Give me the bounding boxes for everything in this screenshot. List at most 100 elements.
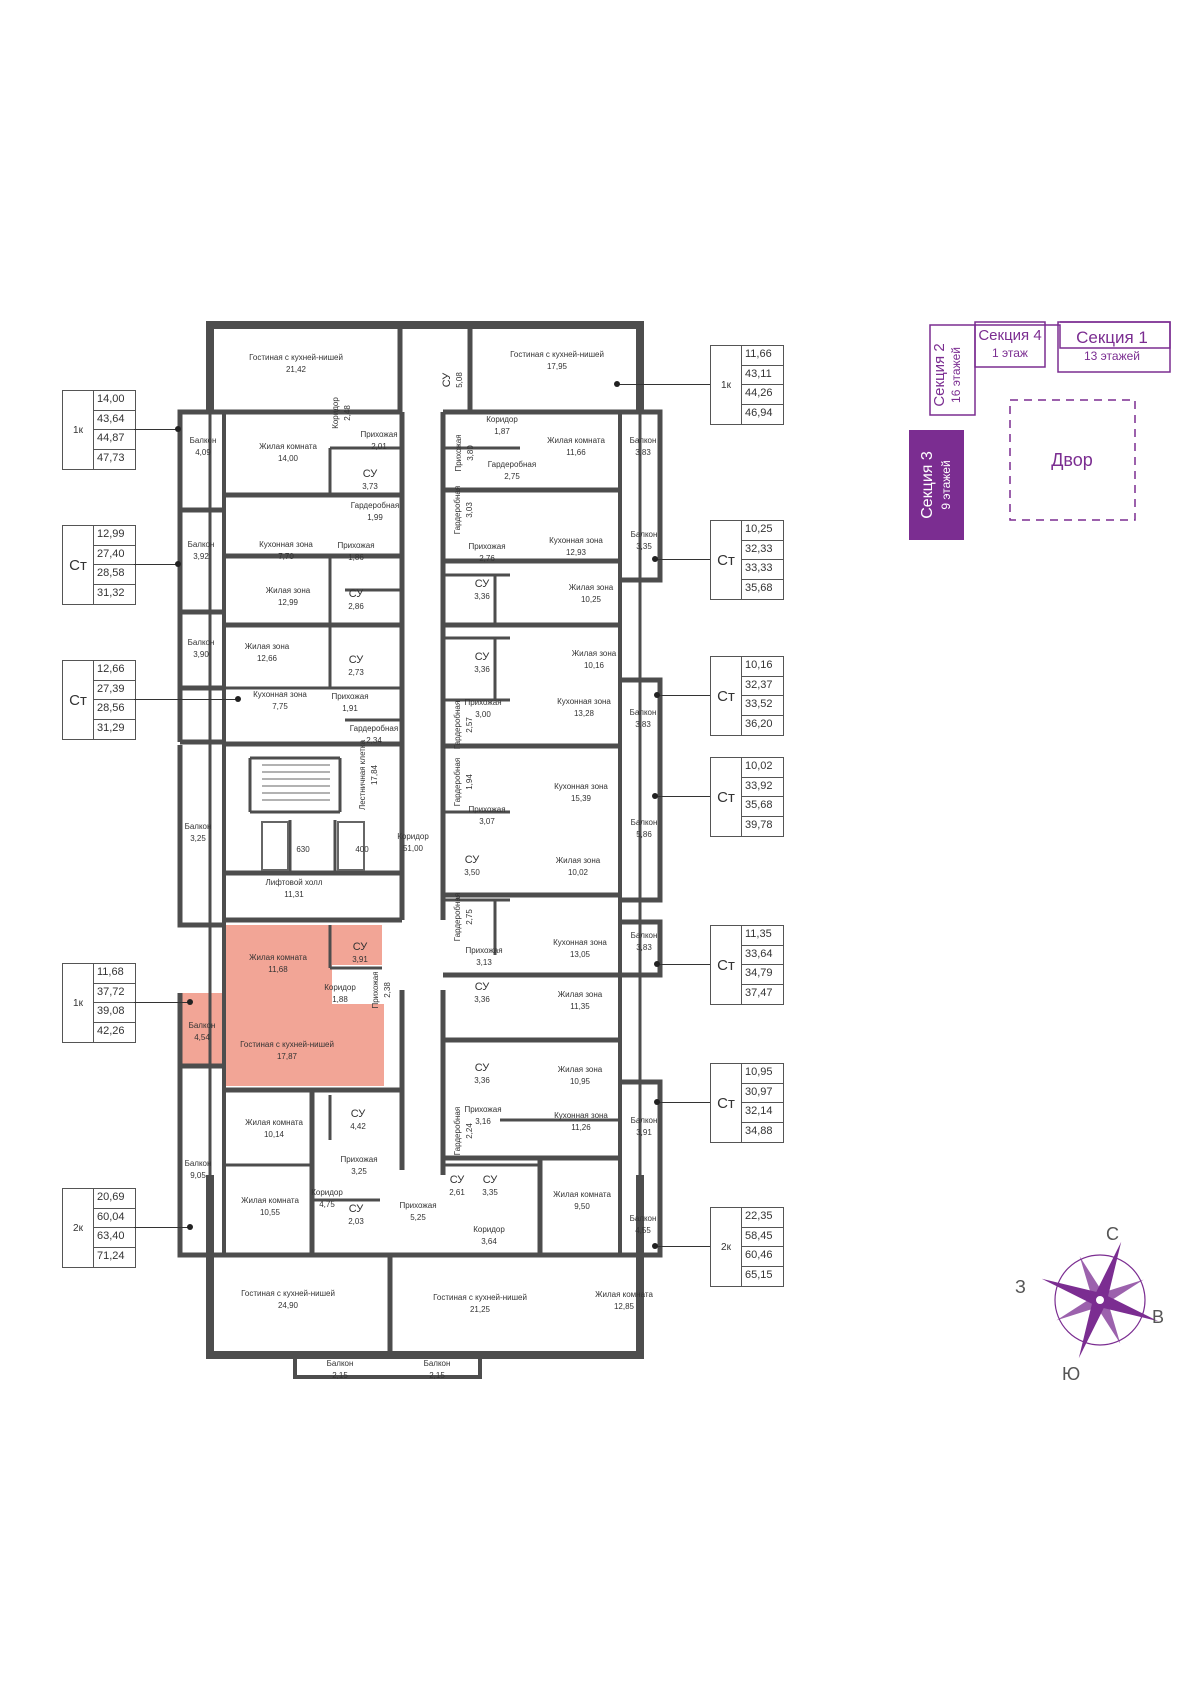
room-area: 3,92 bbox=[193, 552, 209, 561]
apartment-area-value: 39,78 bbox=[745, 818, 773, 831]
apartment-type-code: 1к bbox=[63, 391, 94, 469]
leader-dot bbox=[614, 381, 620, 387]
room-area: 1,88 bbox=[332, 995, 348, 1004]
room-name: Гардеробная bbox=[453, 893, 462, 941]
room-area: 10,16 bbox=[584, 661, 605, 670]
room-area: 12,93 bbox=[566, 548, 587, 557]
highlighted-apartment[interactable] bbox=[180, 925, 384, 1086]
room-name: СУ bbox=[465, 854, 481, 866]
room-area: 4,42 bbox=[350, 1122, 366, 1131]
room-area: 2,01 bbox=[371, 442, 387, 451]
room-name: СУ bbox=[475, 578, 491, 590]
apartment-area-value: 11,35 bbox=[742, 926, 783, 946]
leader-dot bbox=[175, 561, 181, 567]
room-area: 3,13 bbox=[476, 958, 492, 967]
apartment-area-value: 46,94 bbox=[745, 406, 773, 419]
room-area: 2,73 bbox=[348, 668, 364, 677]
apartment-area-value: 58,45 bbox=[742, 1228, 783, 1247]
room-area: 12,99 bbox=[278, 598, 299, 607]
room-r37: Балкон 3,83 bbox=[630, 708, 657, 729]
leader-line bbox=[134, 429, 178, 430]
apartment-area-value: 30,97 bbox=[742, 1084, 783, 1103]
section-2-name: Секция 2 bbox=[931, 343, 948, 406]
room-area: 3,83 bbox=[635, 720, 651, 729]
section-3-block[interactable] bbox=[909, 430, 964, 540]
room-area: 1,87 bbox=[494, 427, 510, 436]
room-name: СУ bbox=[353, 941, 369, 953]
room-name: Балкон bbox=[630, 708, 657, 717]
room-r71: СУ2,61 bbox=[449, 1174, 465, 1197]
room-area: 1,86 bbox=[348, 553, 364, 562]
room-name: СУ bbox=[349, 654, 365, 666]
room-r45: СУ3,50 bbox=[464, 854, 480, 877]
room-area: 2,75 bbox=[465, 909, 474, 925]
compass-north: С bbox=[1106, 1224, 1119, 1244]
leader-dot bbox=[654, 961, 660, 967]
room-name: Балкон bbox=[188, 540, 215, 549]
apartment-area-value: 11,68 bbox=[94, 964, 135, 984]
room-name: Прихожая bbox=[465, 946, 502, 955]
room-name: Гостиная с кухней-нишей bbox=[241, 1289, 335, 1298]
room-name: Жилая комната bbox=[241, 1196, 299, 1205]
apartment-area-value: 65,15 bbox=[745, 1268, 773, 1281]
apartment-area-value: 31,32 bbox=[97, 586, 125, 599]
section-1-floors: 13 этажей bbox=[1084, 349, 1140, 363]
room-name: Жилая комната bbox=[595, 1290, 653, 1299]
room-name: Балкон bbox=[327, 1359, 354, 1368]
leader-line bbox=[655, 1246, 710, 1247]
room-area: 12,85 bbox=[614, 1302, 635, 1311]
apartment-area-value: 31,29 bbox=[97, 721, 125, 734]
room-name: СУ bbox=[349, 1203, 365, 1215]
room-area: 2,48 bbox=[343, 405, 352, 421]
room-name: Прихожая bbox=[371, 971, 380, 1008]
room-name: Прихожая bbox=[360, 430, 397, 439]
room-name: Балкон bbox=[631, 530, 658, 539]
room-area: 5,08 bbox=[455, 372, 464, 388]
section-4-name: Секция 4 bbox=[978, 327, 1041, 344]
room-area: 12,66 bbox=[257, 654, 278, 663]
room-area: 2,03 bbox=[348, 1217, 364, 1226]
apartment-area-value: 36,20 bbox=[745, 717, 773, 730]
room-name: Прихожая bbox=[340, 1155, 377, 1164]
apartment-area-value: 32,33 bbox=[742, 541, 783, 560]
apartment-area-value: 60,04 bbox=[94, 1209, 135, 1228]
room-r13: СУ3,73 bbox=[362, 468, 378, 491]
room-area: 3,83 bbox=[636, 943, 652, 952]
room-area: 10,25 bbox=[581, 595, 602, 604]
room-name: Балкон bbox=[630, 436, 657, 445]
room-name: Кухонная зона bbox=[553, 938, 607, 947]
apartment-type-code: 2к bbox=[63, 1189, 94, 1267]
room-name: СУ bbox=[483, 1174, 499, 1186]
room-name: Коридор bbox=[324, 983, 356, 992]
compass-east: В bbox=[1152, 1307, 1164, 1327]
room-area: 3,64 bbox=[481, 1237, 497, 1246]
apartment-area-value: 33,64 bbox=[742, 946, 783, 965]
apartment-area-value: 28,56 bbox=[94, 700, 135, 720]
room-area: 3,80 bbox=[466, 445, 475, 461]
lift-400-label: 400 bbox=[355, 845, 369, 854]
leader-line bbox=[655, 796, 710, 797]
room-name: Жилая комната bbox=[547, 436, 605, 445]
compass-west: З bbox=[1015, 1277, 1026, 1297]
room-name: Жилая комната bbox=[249, 953, 307, 962]
leader-line bbox=[617, 384, 710, 385]
